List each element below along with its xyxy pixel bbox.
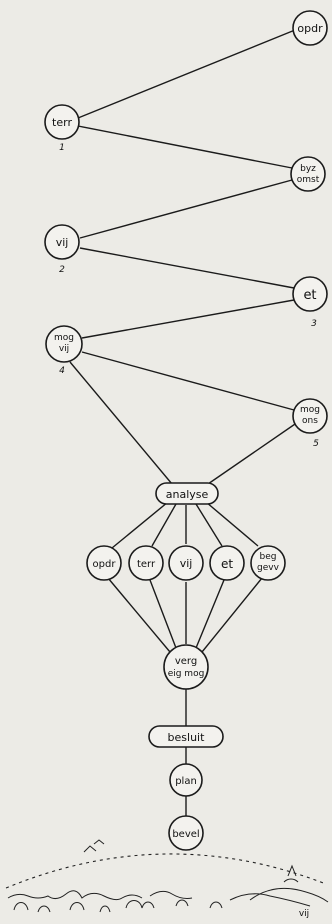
edge-terr-byz <box>77 125 293 169</box>
edge-mogvij-mogons <box>81 351 295 411</box>
edge-analyse-terr <box>151 503 177 547</box>
step-number-1: 1 <box>59 143 65 153</box>
bushes-left <box>13 899 223 913</box>
node-byz-label-1: byz <box>300 164 316 174</box>
node-plan: plan <box>169 763 203 797</box>
node-terr-top: terr 1 <box>44 104 80 153</box>
node-mog-ons: mog ons 5 <box>292 398 328 449</box>
node-terr-mid-label: terr <box>137 559 156 570</box>
node-opdr-mid: opdr <box>86 545 122 581</box>
node-mogvij-label-1: mog <box>54 333 74 343</box>
hill-right <box>249 887 329 903</box>
node-vij-mid-label: vij <box>180 557 193 570</box>
node-vij-mid: vij <box>168 545 204 581</box>
node-opdr-top: opdr <box>292 10 328 46</box>
node-mogons-label-1: mog <box>300 405 320 415</box>
node-verg-eig-mog: verg eig mog <box>163 644 209 690</box>
node-byz-label-2: omst <box>297 175 320 185</box>
node-et-top: et 3 <box>292 276 328 329</box>
node-besluit-label: besluit <box>168 731 206 744</box>
node-mogons-label-2: ons <box>302 416 318 426</box>
node-beg-label-2: gevv <box>257 563 280 573</box>
edge-mogons-analyse <box>207 421 299 485</box>
edge-vij-et <box>79 247 295 289</box>
node-et-mid: et <box>209 545 245 581</box>
node-et-mid-label: et <box>221 557 233 571</box>
node-verg-label-1: verg <box>175 656 197 667</box>
edge-opdr-verg <box>107 577 171 653</box>
ground-vij-label: vij <box>299 909 309 919</box>
node-byz-omst: byz omst <box>290 156 326 192</box>
birds-sketch <box>83 839 105 853</box>
node-terr-top-label: terr <box>52 116 72 129</box>
node-verg-label-2: eig mog <box>168 669 205 679</box>
edge-terr-verg <box>149 579 177 649</box>
node-besluit: besluit <box>148 725 224 748</box>
node-et-top-label: et <box>303 288 316 303</box>
horizon-arc <box>5 853 327 889</box>
node-vij-top: vij 2 <box>44 224 80 275</box>
edge-vij-byz <box>79 179 293 239</box>
step-number-4: 4 <box>59 366 65 376</box>
node-mogvij-label-2: vij <box>59 344 69 354</box>
node-terr-mid: terr <box>128 545 164 581</box>
node-bevel-label: bevel <box>172 829 199 840</box>
edge-mogvij-et <box>81 299 295 339</box>
node-bevel: bevel <box>168 815 204 851</box>
edge-beg-verg <box>201 577 263 653</box>
node-analyse-label: analyse <box>166 488 209 501</box>
edge-analyse-opdr <box>111 501 169 549</box>
step-number-3: 3 <box>311 319 317 329</box>
edge-mogvij-analyse <box>69 361 173 485</box>
edge-terr-opdr <box>77 29 296 119</box>
node-mog-vij: mog vij 4 <box>45 325 83 376</box>
edge-analyse-et <box>195 503 223 547</box>
node-plan-label: plan <box>175 776 197 787</box>
node-opdr-mid-label: opdr <box>93 559 117 570</box>
node-beg-label-1: beg <box>260 552 277 562</box>
edge-analyse-beg <box>205 501 259 547</box>
horizon-sketch: vij <box>5 839 329 919</box>
node-opdr-top-label: opdr <box>297 22 323 35</box>
step-number-5: 5 <box>313 439 319 449</box>
node-beg-gevv: beg gevv <box>250 545 286 581</box>
enemy-marker-sketch <box>283 864 299 883</box>
edge-et-verg <box>195 579 225 649</box>
step-number-2: 2 <box>59 265 65 275</box>
terrain-scribble <box>7 890 311 907</box>
node-analyse: analyse <box>155 482 219 505</box>
node-vij-top-label: vij <box>56 236 69 249</box>
